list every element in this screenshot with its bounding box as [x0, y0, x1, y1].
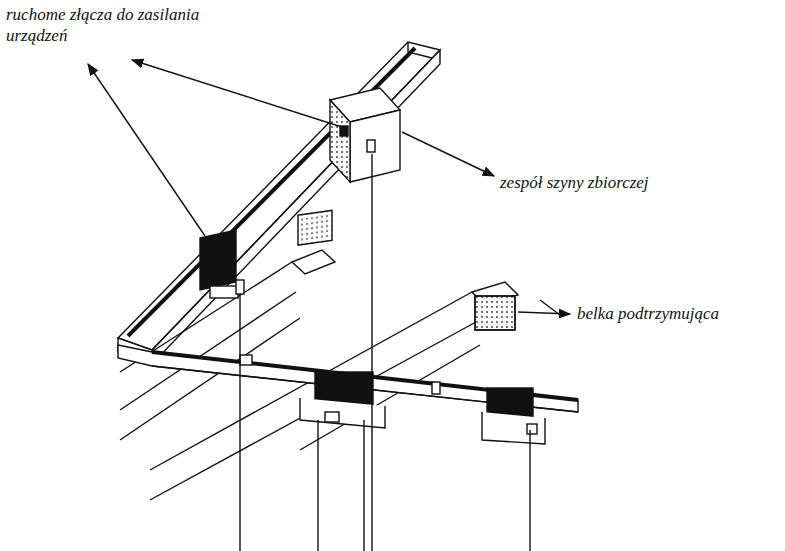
part-label: ruchome złącza do zasilania urządzeń — [4, 4, 230, 46]
part-label: belka podtrzymująca — [575, 303, 721, 324]
part-label: zespół szyny zbiorczej — [498, 172, 651, 193]
